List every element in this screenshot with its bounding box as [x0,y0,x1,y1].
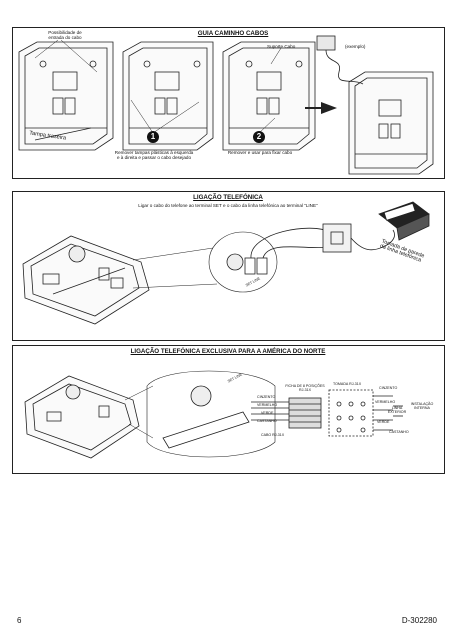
enclosure-back-4 [348,71,434,175]
right-label-red: VERMELHO [375,400,396,404]
rj31x-cable-label: CABO RJ-31X [261,433,285,437]
right-label-green: VERDE [377,420,390,424]
north-america-connection-panel: LIGAÇÃO TELEFÓNICA EXCLUSIVA PARA A AMÉR… [12,345,445,474]
phone-wire [250,227,330,259]
phone-connection-illustration [22,201,430,325]
wire-label-red: VERMELHO [257,403,278,407]
cable-support-label: Suporte Cabo [267,44,296,49]
power-transformer [316,35,364,85]
section-title-north-america: LIGAÇÃO TELEFÓNICA EXCLUSIVA PARA A AMÉR… [130,348,326,355]
step-2-badge [253,131,265,143]
terminal-block-zoom-2 [162,385,250,449]
wire-label-brown: CASTANHO [257,419,277,423]
wire-label-gray: CINZENTO [257,395,276,399]
enclosure-back-2 [122,41,214,151]
wire-label-green: VERDE [261,411,274,415]
rj31x-socket [328,389,374,437]
step-2-number: 2 [256,132,262,141]
example-label: (exemplo) [345,44,366,49]
document-code: D-302280 [401,616,437,625]
knockout-label: Possibilidade de entrada do cabo [48,30,82,41]
enclosure-back-3 [222,41,316,151]
cable-route-panel: GUIA CAMINHO CABOS Possibilidade de entr… [12,27,445,179]
rj31x-plug-label: FICHA DE 8 POSIÇÕES RJ-31X [285,384,325,393]
enclosure-back-1 [18,41,114,151]
terminal-block-zoom [226,253,268,275]
step-1-caption: Remover tampas plásticas à esquerda e à … [114,150,194,161]
step-1-badge [147,131,159,143]
outside-line-label: LINHA EXTERIOR [387,406,407,415]
control-panel-board [22,235,150,325]
line-wire [262,245,334,259]
rj31x-socket-label: TOMADA RJ-31X [333,382,362,386]
phone-instruction: Ligar o cabo do telefone ao terminal SET… [138,203,318,208]
cable-route-illustrations [18,35,434,175]
right-label-brown: CASTANHO [389,430,409,434]
wall-jack [322,223,352,253]
phone-connection-panel: LIGAÇÃO TELEFÓNICA Ligar o cabo do telef… [12,191,445,341]
section-title-phone: LIGAÇÃO TELEFÓNICA [193,194,263,201]
phone-cord [350,229,395,251]
telephone-set [378,201,430,241]
inside-wiring-label: INSTALAÇÃO INTERNA [410,402,434,411]
section-title-cable-route: GUIA CAMINHO CABOS [197,30,269,37]
control-panel-board-2 [24,375,140,459]
terminal-zoom-callout [208,231,278,293]
right-label-gray: CINZENTO [379,386,398,390]
zoom-callout-2 [146,370,276,458]
step-2-caption: Remover e usar para fixar cabo [227,150,293,155]
step-1-number: 1 [150,132,156,141]
rj31x-plug [288,397,322,429]
next-step-arrow [321,102,337,114]
page-number: 6 [17,616,22,625]
north-america-illustration [24,370,403,459]
